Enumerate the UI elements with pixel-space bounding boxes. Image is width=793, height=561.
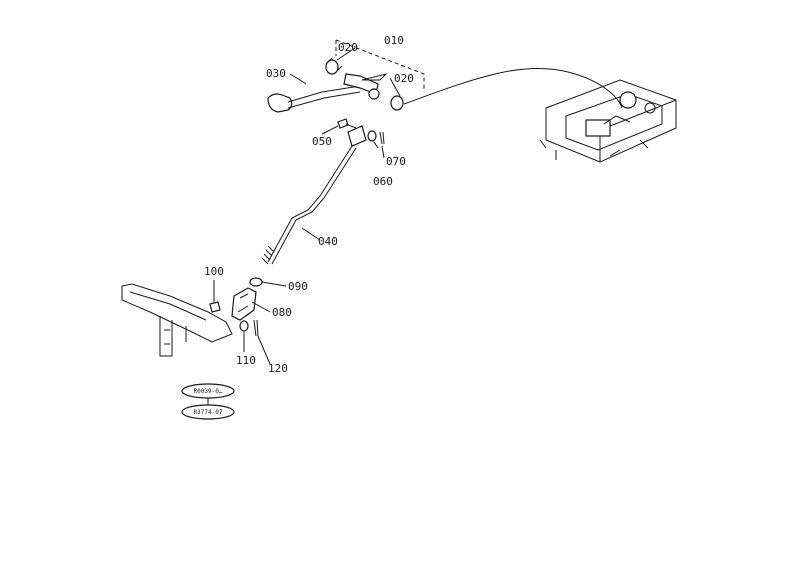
- callout-040: 040: [318, 235, 338, 248]
- collar-020-mid: [368, 88, 380, 100]
- washer-110: [239, 320, 249, 332]
- cotter-pin-120: [253, 319, 259, 337]
- callout-110: 110: [236, 354, 256, 367]
- callout-060: 060: [373, 175, 393, 188]
- lever-030: [267, 73, 388, 113]
- callout-120: 120: [268, 362, 288, 375]
- reference-oval-lower: R3774-07: [181, 404, 235, 420]
- callout-010: 010: [384, 34, 404, 47]
- bushing-020-left: [325, 57, 343, 75]
- pin-100: [209, 301, 221, 313]
- clevis-080: [231, 287, 257, 321]
- machine-body: [539, 79, 677, 163]
- reference-oval-upper: R0039-0…: [181, 383, 235, 399]
- callout-020-left: 020: [338, 41, 358, 54]
- reference-code-lower: R3774-07: [194, 409, 223, 416]
- reference-code-upper: R0039-0…: [194, 388, 223, 395]
- bushing-020-right: [390, 95, 404, 111]
- callout-070: 070: [386, 155, 406, 168]
- clevis-upper: [347, 125, 367, 147]
- callout-100: 100: [204, 265, 224, 278]
- callout-080: 080: [272, 306, 292, 319]
- pedal-lever: [121, 283, 233, 357]
- callout-030: 030: [266, 67, 286, 80]
- callout-090: 090: [288, 280, 308, 293]
- callout-020-right: 020: [394, 72, 414, 85]
- assembly-010-outline: [335, 39, 425, 92]
- callout-050: 050: [312, 135, 332, 148]
- spring-090: [249, 277, 263, 287]
- bolt-050: [337, 118, 357, 129]
- washer-060: [367, 130, 377, 142]
- control-cable: [403, 67, 623, 109]
- rod-040: [261, 145, 357, 265]
- leader-lines: [213, 47, 401, 365]
- pin-070: [379, 131, 385, 145]
